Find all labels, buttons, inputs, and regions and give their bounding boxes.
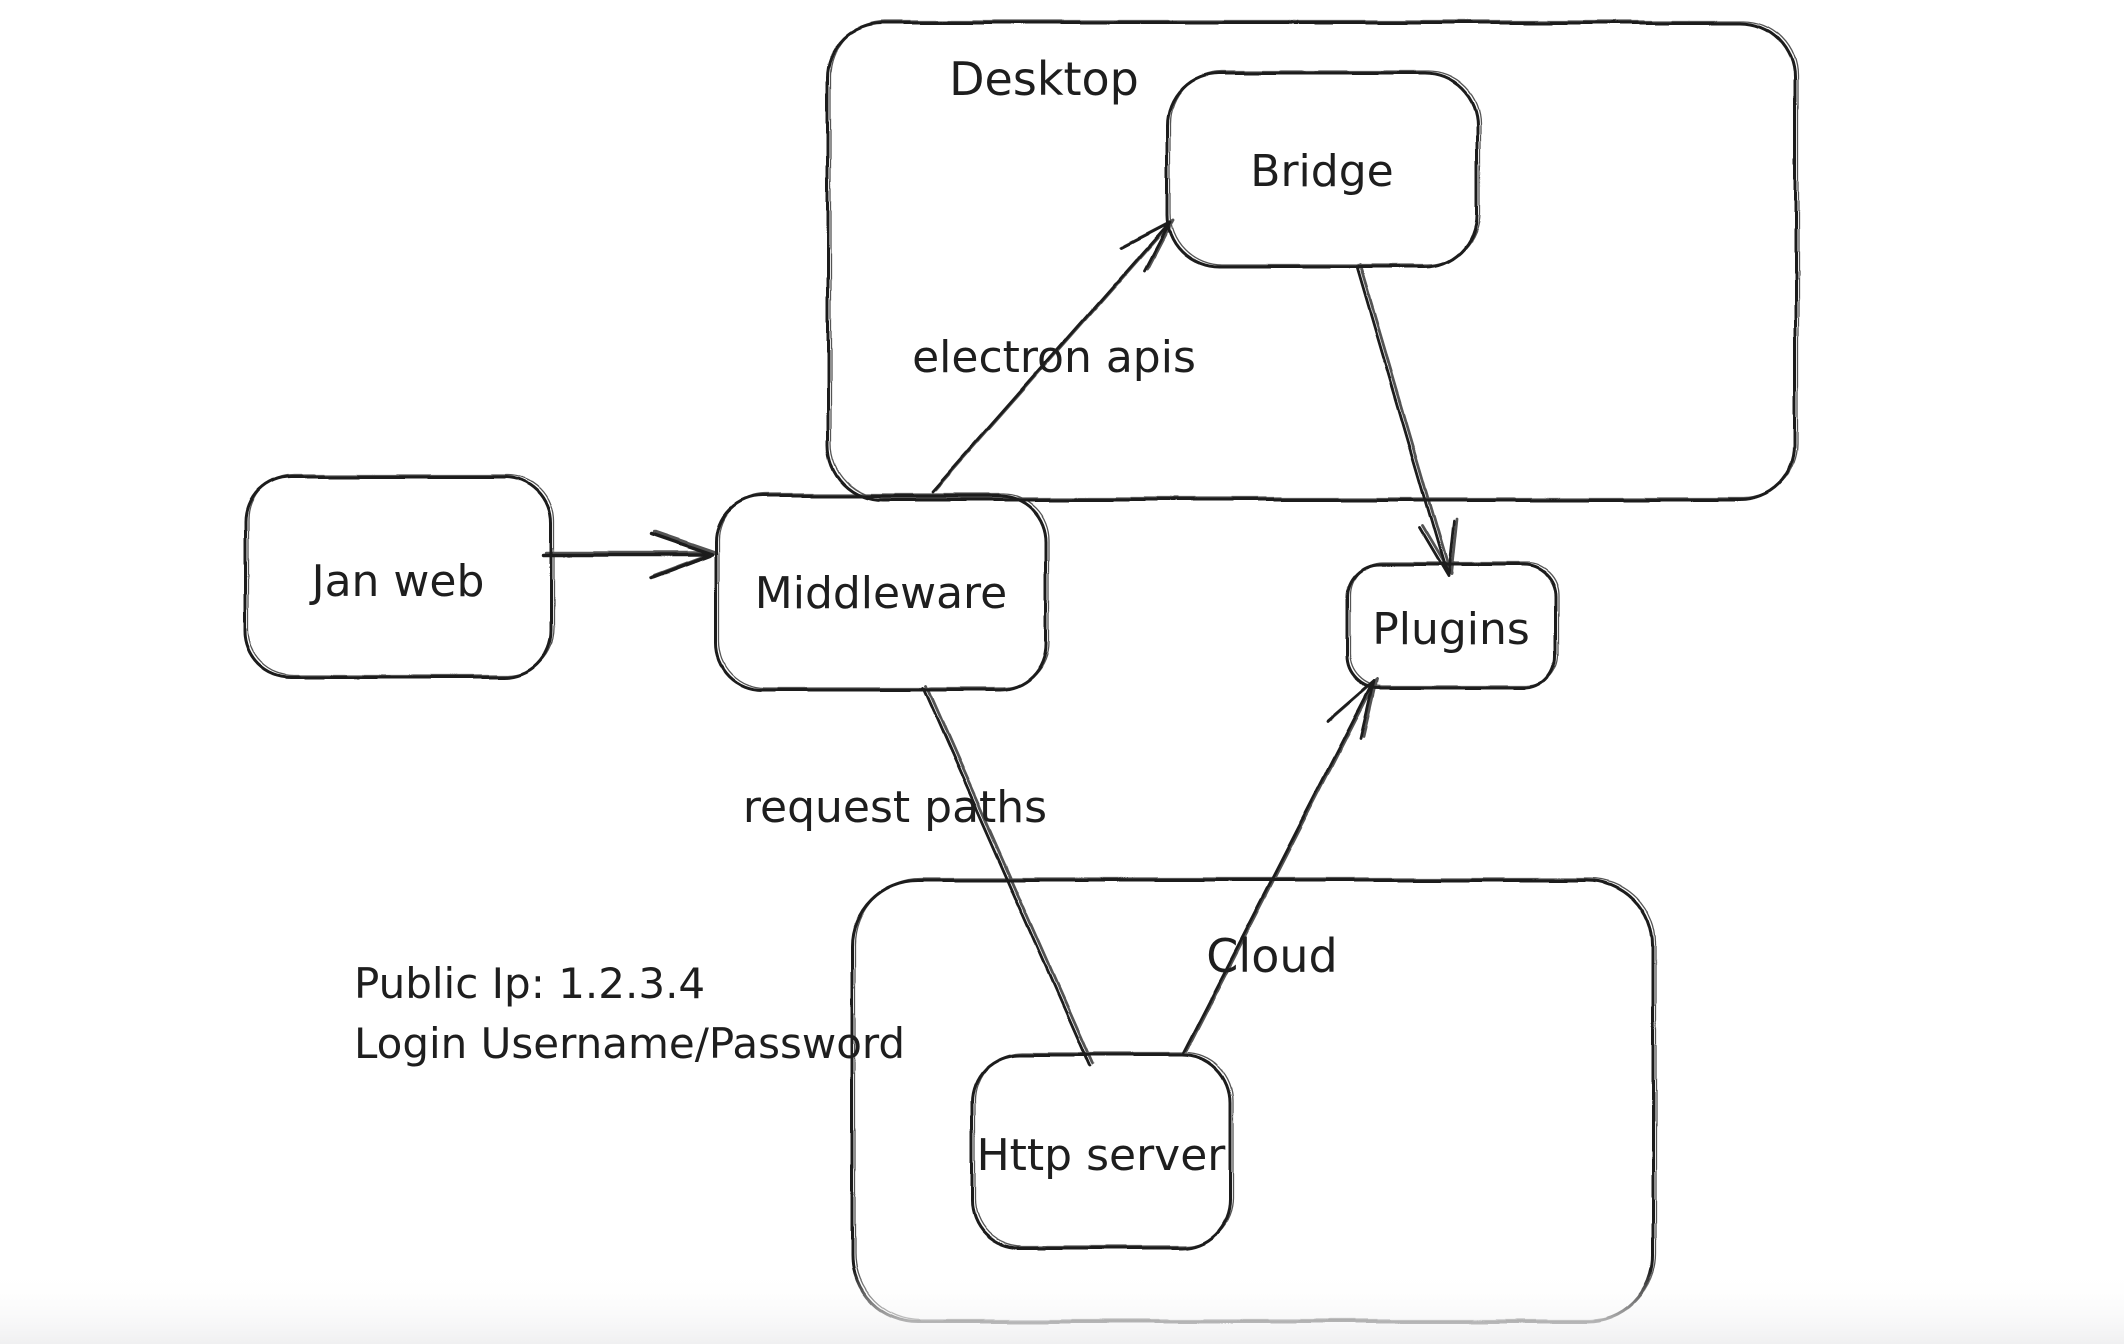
cloud-container-label: Cloud xyxy=(1206,929,1337,983)
sketch-overlay xyxy=(246,19,1800,1322)
middleware-node-box xyxy=(714,494,1048,692)
plugins-node-label: Plugins xyxy=(1372,604,1530,655)
electron-apis-edge-label: electron apis xyxy=(912,332,1196,383)
bottom-fade xyxy=(0,1270,2124,1344)
jan-web-node-box xyxy=(243,475,553,679)
bridge-node-box xyxy=(1165,71,1479,269)
jan-web-node-label: Jan web xyxy=(309,556,485,607)
http-server-node-box xyxy=(970,1053,1232,1250)
label-layer: Desktop Cloud Jan web Middleware Bridge … xyxy=(309,52,1530,1181)
arrow-httpserver-to-plugins xyxy=(1181,679,1376,1055)
login-annotation: Login Username/Password xyxy=(354,1019,905,1068)
http-server-node-label: Http server xyxy=(977,1130,1227,1181)
stroke-layer xyxy=(243,19,1800,1324)
request-paths-edge-label: request paths xyxy=(743,782,1047,833)
arrow-janweb-to-middleware xyxy=(541,532,714,580)
bridge-node-label: Bridge xyxy=(1250,146,1393,197)
line-middleware-to-httpserver xyxy=(921,686,1092,1068)
desktop-container-label: Desktop xyxy=(949,52,1139,106)
middleware-node-label: Middleware xyxy=(755,568,1007,619)
shape-group xyxy=(243,21,1797,1324)
public-ip-annotation: Public Ip: 1.2.3.4 xyxy=(354,959,705,1008)
desktop-container-box xyxy=(826,21,1797,502)
